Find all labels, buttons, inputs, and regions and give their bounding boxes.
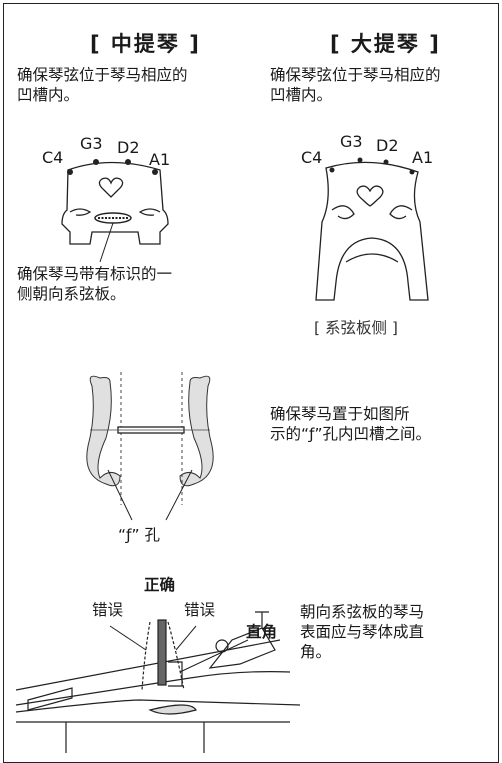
cello-instruction: 确保琴弦位于琴马相应的 凹槽内。	[270, 66, 441, 104]
cello-tailpiece-side-caption: [ 系弦板侧 ]	[314, 319, 398, 337]
viola-string-g3: G3	[80, 134, 103, 153]
correct-label: 正确	[144, 576, 176, 594]
cello-string-g3: G3	[340, 132, 363, 151]
viola-marker-note: 确保琴马带有标识的一 侧朝向系弦板。	[17, 265, 173, 303]
right-angle-label: 直角	[246, 623, 278, 641]
wrong-left-label: 错误	[92, 601, 124, 619]
cello-string-d2: D2	[376, 136, 399, 155]
viola-instruction: 确保琴弦位于琴马相应的 凹槽内。	[17, 66, 188, 104]
viola-string-a1: A1	[149, 150, 171, 169]
f-hole-instruction: 确保琴马置于如图所 示的“ƒ”孔内凹槽之间。	[270, 405, 432, 443]
cello-string-c4: C4	[301, 148, 323, 167]
cello-string-a1: A1	[412, 148, 434, 167]
f-hole-label: “ƒ” 孔	[118, 526, 160, 544]
wrong-right-label: 错误	[184, 601, 216, 619]
viola-string-c4: C4	[42, 148, 64, 167]
viola-string-d2: D2	[117, 138, 140, 157]
viola-title: [ 中提琴 ]	[90, 32, 201, 56]
page-frame	[3, 3, 499, 763]
cello-title: [ 大提琴 ]	[330, 32, 441, 56]
angle-instruction: 朝向系弦板的琴马 表面应与琴体成直 角。	[300, 603, 425, 661]
